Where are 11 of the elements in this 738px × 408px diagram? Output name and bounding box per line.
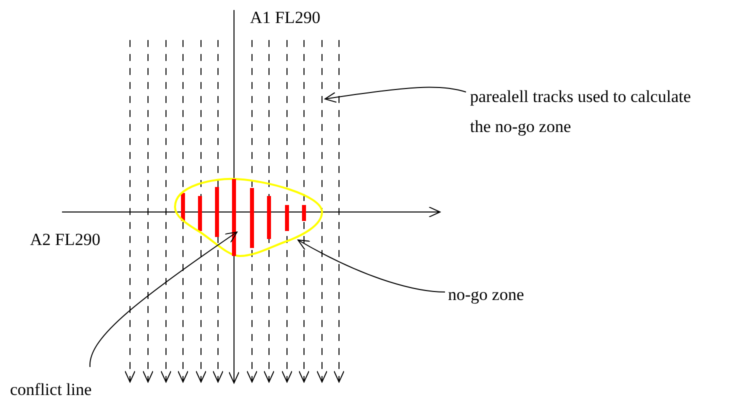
callout-text: no-go zone xyxy=(448,280,524,310)
leader-line xyxy=(90,232,238,368)
leader-line xyxy=(298,240,446,292)
callout-text: conflict line xyxy=(10,375,92,405)
dashed-track-line xyxy=(316,40,328,382)
track-label: A1 FL290 xyxy=(250,7,320,29)
callout-text: parealell tracks used to calculate the no-go zone xyxy=(470,82,710,142)
leader-line xyxy=(324,86,466,103)
conflict-line-bar xyxy=(232,179,236,256)
track-label: A2 FL290 xyxy=(30,229,100,251)
no-go-zone-outline xyxy=(174,178,323,257)
